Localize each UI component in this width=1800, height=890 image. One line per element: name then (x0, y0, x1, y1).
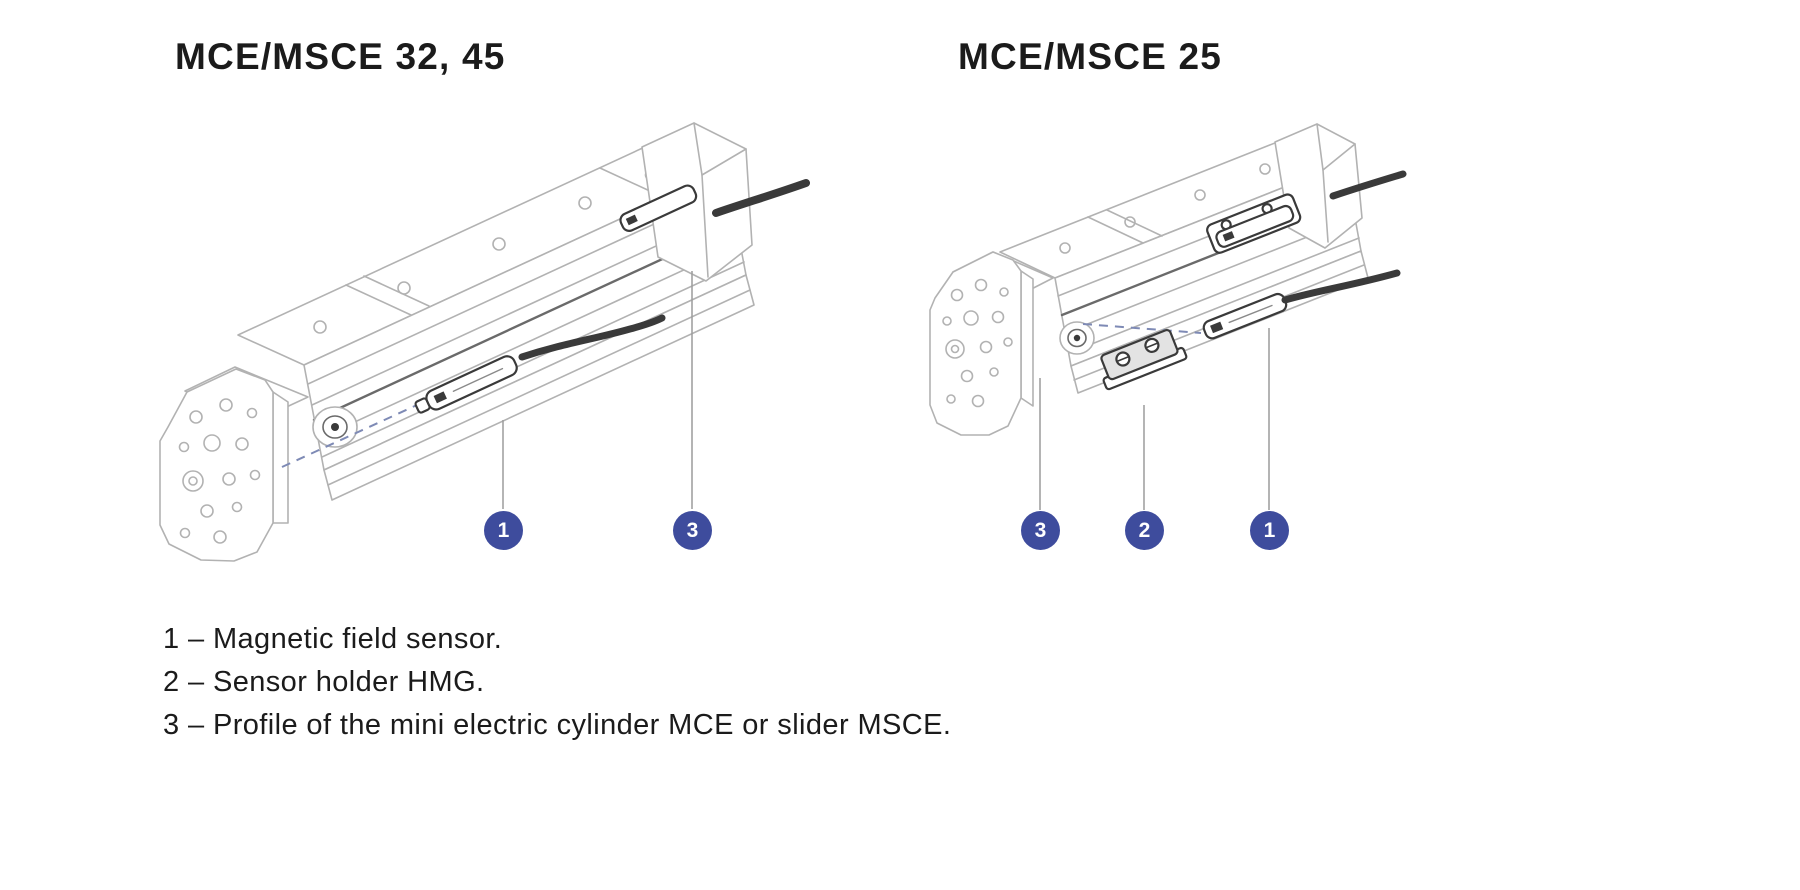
end-cap-left (641, 122, 753, 282)
callout-badge-right-2: 2 (1125, 511, 1164, 550)
shaft-bore-right (1059, 321, 1095, 355)
callout-badge-right-1: 1 (1250, 511, 1289, 550)
callout-label: 1 (1263, 518, 1276, 542)
callout-label: 1 (497, 518, 510, 542)
insertion-guide-dashed-right (1082, 323, 1202, 334)
magnetic-sensor-left (414, 355, 518, 414)
motor-cable-left (712, 179, 810, 217)
legend: 1 – Magnetic field sensor. 2 – Sensor ho… (163, 618, 951, 747)
end-mount-plate-right (929, 251, 1054, 436)
callout-badge-left-3: 3 (673, 511, 712, 550)
end-mount-plate-left (159, 366, 309, 562)
sensor-holder-hmg (1100, 328, 1188, 391)
callout-badge-left-1: 1 (484, 511, 523, 550)
actuator-illustration-mce-32-45 (159, 122, 810, 562)
sensor-cable-left (518, 314, 666, 361)
actuator-illustration-mce-25 (929, 123, 1407, 510)
callout-badge-right-3: 3 (1021, 511, 1060, 550)
mounted-sensor-assembly-right (1206, 193, 1302, 254)
legend-item-1: 1 – Magnetic field sensor. (163, 623, 503, 655)
insertion-guide-dashed-left (281, 398, 431, 468)
callout-label: 3 (686, 518, 699, 542)
cylinder-profile-left (237, 139, 755, 501)
motor-cable-right (1329, 170, 1407, 200)
figure-title-mce-32-45: MCE/MSCE 32, 45 (175, 36, 506, 77)
magnetic-sensor-left-upper (619, 184, 698, 232)
shaft-bore-left (312, 406, 358, 448)
legend-item-2: 2 – Sensor holder HMG. (163, 666, 485, 698)
legend-item-3: 3 – Profile of the mini electric cylinde… (163, 709, 952, 741)
figure-title-mce-25: MCE/MSCE 25 (958, 36, 1223, 77)
callout-label: 3 (1034, 518, 1047, 542)
callout-label: 2 (1138, 518, 1151, 542)
sensor-cable-right (1281, 269, 1401, 304)
